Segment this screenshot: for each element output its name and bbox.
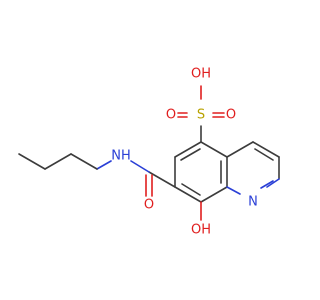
bond-c4-c3-inner [254, 148, 274, 161]
ring-n-label: N [248, 195, 258, 210]
phenol-oh-label: OH [191, 223, 211, 238]
bond-c4a-c5 [200, 141, 228, 158]
amide-nh-label: NH [111, 149, 131, 164]
sulfonyl-o-left-label: O [166, 108, 176, 123]
bond-c4a-c4 [226, 141, 254, 158]
bond-c2-n-inner [260, 180, 274, 189]
structure-diagram: OH O S O NH O N OH [18, 67, 280, 238]
structure-canvas: OH O S O NH O N OH [18, 67, 280, 238]
bond-c7-carbonyl [148, 171, 176, 188]
bond-c2-n [266, 178, 280, 188]
bond-c4-c3 [252, 141, 280, 158]
sulfonyl-o-right-label: O [226, 108, 236, 123]
bond-n-c1 [96, 160, 112, 170]
bond-c7-c8 [174, 186, 202, 203]
sulfur-label: S [197, 108, 205, 123]
bond-c5-c6-inner [180, 148, 201, 161]
bond-c8-c8a [200, 186, 228, 203]
bond-c3-c4 [18, 153, 46, 170]
bond-c2-c3 [44, 153, 72, 170]
amide-o-label: O [144, 198, 154, 213]
bond-carbonyl-n [130, 160, 150, 173]
bond-c1-c2 [70, 153, 98, 170]
sulfonic-oh-label: OH [191, 67, 211, 82]
bond-n-c8a [226, 186, 241, 195]
bond-c7-c8-inner [181, 183, 201, 196]
bond-c5-c6 [174, 141, 202, 158]
